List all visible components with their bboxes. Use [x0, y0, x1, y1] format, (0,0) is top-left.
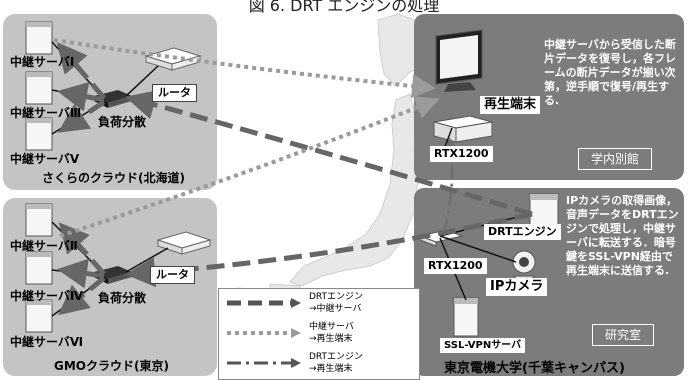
load-balance-top-label: 負荷分散 [98, 115, 147, 129]
playback-monitor-device [435, 29, 483, 92]
server-label-5: 中継サーバⅤ [10, 152, 80, 166]
server-tower-2 [25, 203, 53, 237]
cloud-gmo-label: GMOクラウド(東京) [54, 359, 169, 373]
lab-description: IPカメラの取得画像，音声データをDRTエンジンで処理し，中継サーバに転送する．… [566, 194, 679, 277]
japan-map [235, 13, 437, 331]
legend-swatches [227, 298, 301, 368]
legend-item-1-line2: →中継サーバ [309, 304, 362, 314]
server-label-1: 中継サーバⅠ [10, 55, 75, 69]
server-tower-5 [25, 117, 53, 151]
server-tower-3 [25, 71, 53, 105]
rtx-top-label: RTX1200 [430, 146, 493, 163]
load-balance-bottom-label: 負荷分散 [98, 291, 147, 305]
figure-title: 図 6. DRT エンジンの処理 [248, 0, 440, 15]
panel-lab [414, 188, 684, 376]
server-label-4: 中継サーバⅣ [10, 289, 84, 303]
server-tower-6 [25, 299, 53, 333]
playback-pc-device [433, 115, 493, 143]
drt-engine-label: DRTエンジン [484, 224, 561, 241]
building-label: 学内別館 [578, 148, 653, 170]
ip-camera-device [512, 250, 536, 283]
ssl-vpn-server-device [453, 297, 479, 337]
cloud-sakura-label: さくらのクラウド(北海道) [42, 171, 185, 185]
router-top-label: ルータ [152, 84, 197, 103]
server-label-2: 中継サーバⅡ [10, 239, 78, 253]
legend: DRTエンジン →中継サーバ 中継サーバ →再生端末 DRTエンジン →再生端末 [218, 288, 420, 380]
server-label-3: 中継サーバⅢ [10, 106, 82, 120]
router-top-device [144, 47, 202, 71]
arrows-relay-to-player [53, 38, 440, 238]
legend-item-3-line1: DRTエンジン [309, 352, 364, 362]
university-label: 東京電機大学(千葉キャンパス) [444, 361, 625, 376]
legend-item-1-line1: DRTエンジン [309, 292, 364, 302]
rtx-bottom-label: RTX1200 [424, 258, 487, 275]
legend-item-2-line1: 中継サーバ [309, 322, 354, 332]
server-tower-4 [25, 251, 53, 285]
server-label-6: 中継サーバⅥ [10, 335, 84, 349]
player-label: 再生端末 [480, 96, 541, 115]
server-tower-1 [25, 21, 53, 55]
ip-camera-label: IPカメラ [486, 278, 548, 297]
legend-item-3-line2: →再生端末 [309, 364, 353, 374]
annex-description: 中継サーバから受信した断片データを復号し，各フレームの断片データが揃い次第，逆手… [544, 38, 676, 107]
lab-label: 研究室 [592, 324, 655, 346]
ssl-vpn-label: SSL-VPNサーバ [440, 338, 526, 353]
router-bottom-label: ルータ [150, 266, 195, 285]
router-bottom-device [156, 231, 212, 255]
legend-item-2-line2: →再生端末 [309, 334, 353, 344]
